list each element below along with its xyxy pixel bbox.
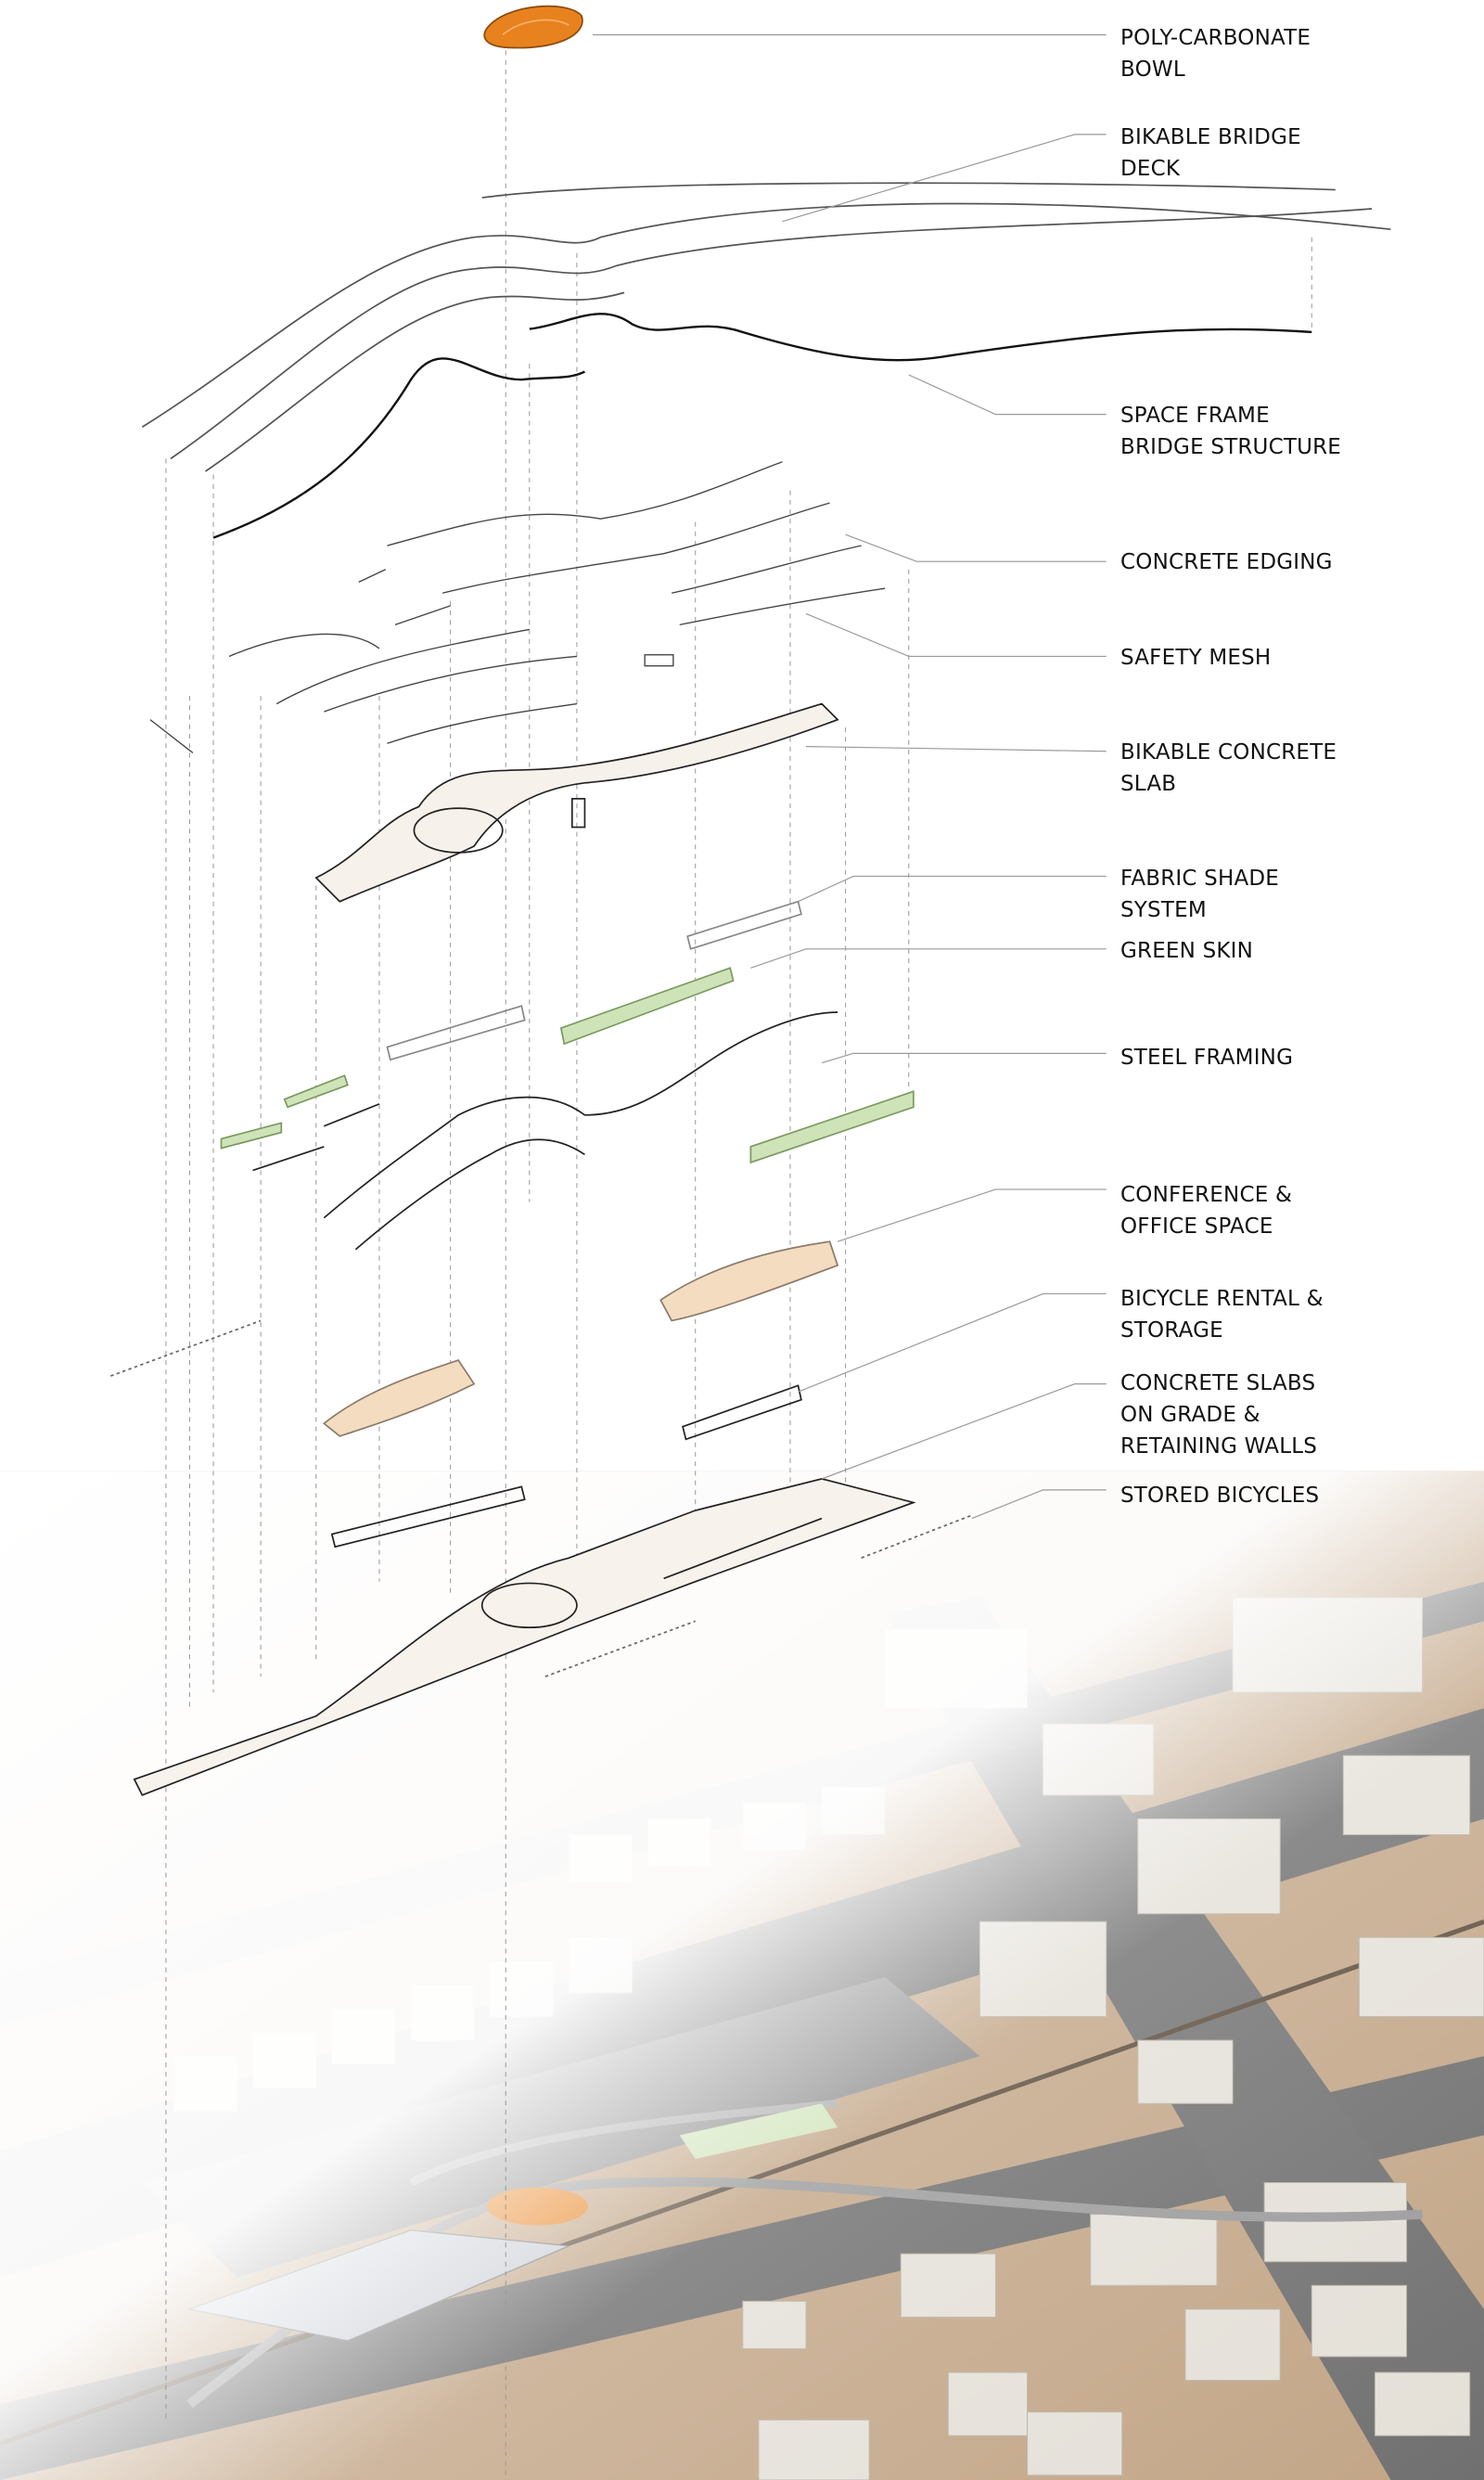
stored-bicycles-part xyxy=(109,1319,973,1677)
concrete-slabs-on-grade-part xyxy=(133,1478,916,1796)
white-fade-overlay xyxy=(0,1471,1484,2480)
label-safety-mesh: SAFETY MESH xyxy=(1120,646,1272,670)
bikable-bridge-deck-part xyxy=(141,182,1391,472)
space-frame-part xyxy=(212,313,1312,539)
exploded-components xyxy=(109,5,1391,1796)
bikable-concrete-slab-part xyxy=(314,702,839,903)
fabric-shade-part xyxy=(386,900,802,1061)
green-skin-part xyxy=(220,967,915,1164)
concrete-edging-safety-mesh xyxy=(149,461,886,753)
label-fabric-shade-system: FABRIC SHADE SYSTEM xyxy=(1120,867,1280,922)
label-stored-bicycles: STORED BICYCLES xyxy=(1120,1484,1320,1508)
bicycle-rental-part xyxy=(322,1359,802,1441)
label-steel-framing: STEEL FRAMING xyxy=(1120,1046,1294,1070)
steel-framing-part xyxy=(252,1011,838,1251)
site-context-model xyxy=(0,1471,1484,2480)
label-concrete-slabs-on-grade: CONCRETE SLABS ON GRADE & RETAINING WALL… xyxy=(1120,1371,1318,1458)
conference-office-part xyxy=(659,1240,839,1322)
label-bicycle-rental-storage: BICYCLE RENTAL & STORAGE xyxy=(1120,1287,1324,1343)
label-concrete-edging: CONCRETE EDGING xyxy=(1120,550,1333,574)
label-green-skin: GREEN SKIN xyxy=(1120,939,1254,963)
label-bikable-concrete-slab: BIKABLE CONCRETE SLAB xyxy=(1120,740,1337,796)
poly-carbonate-bowl-part xyxy=(483,5,583,49)
label-poly-carbonate-bowl: POLY-CARBONATE BOWL xyxy=(1120,26,1311,82)
label-space-frame-bridge-structure: SPACE FRAME BRIDGE STRUCTURE xyxy=(1120,404,1342,459)
label-bikable-bridge-deck: BIKABLE BRIDGE DECK xyxy=(1120,125,1301,181)
label-conference-office-space: CONFERENCE & OFFICE SPACE xyxy=(1120,1183,1293,1239)
leader-lines xyxy=(592,33,1107,1520)
